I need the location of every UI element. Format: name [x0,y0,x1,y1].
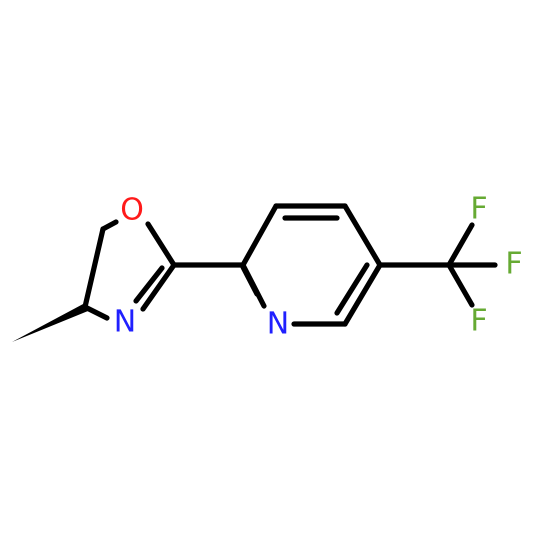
bond-o-c2 [145,221,177,268]
bond-c5-c6 [342,262,383,327]
fluorine-middle-atom-label: F [505,247,522,282]
bond-c-f-bottom [446,262,475,308]
oxazoline-nitrogen-atom-label: N [114,305,136,340]
bond-c-f-top [446,222,475,268]
bond-c5-c6-inner [334,262,370,316]
bond-c4-c5 [342,203,383,268]
pyridine-nitrogen-atom-label: N [267,307,289,342]
oxygen-atom-label: O [120,193,144,228]
bond-c2-n-double-inner [133,265,165,304]
bond-c2py-c3 [240,203,279,268]
bond-c4-ch2 [82,226,106,310]
bond-n-c4 [82,304,110,321]
fluorine-bottom-atom-label: F [470,304,487,339]
bond-npy-c2py-inner [240,264,260,297]
wedge-bond-methyl [12,303,88,342]
fluorine-top-atom-label: F [470,192,487,227]
bond-layer [12,203,498,342]
atom-label-layer: O N N F F F [114,192,523,342]
bond-c2-n-double-outer [140,262,177,312]
